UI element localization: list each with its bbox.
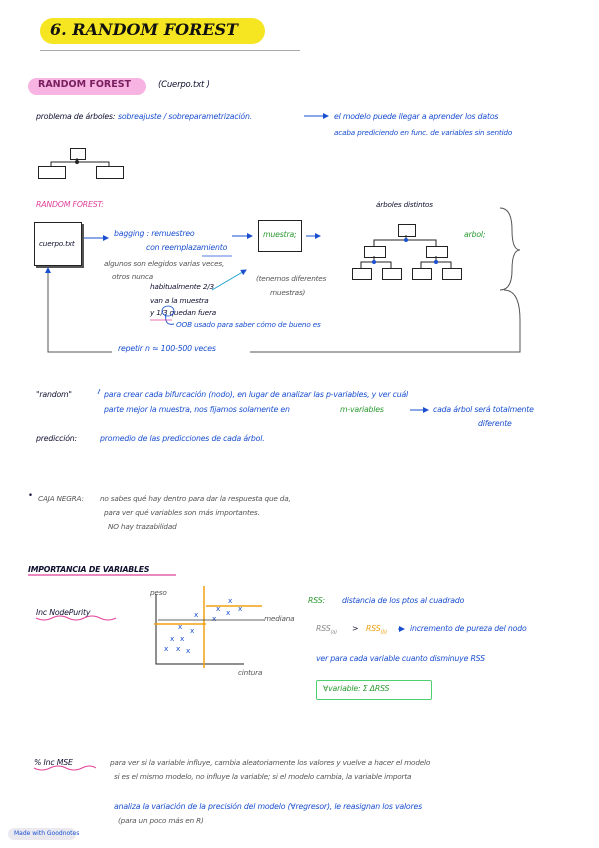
repeat-loop-line (250, 289, 521, 353)
input-file-label: cuerpo.txt (39, 239, 75, 248)
blackbox-text-2: para ver qué variables son más important… (104, 508, 260, 517)
sample-box: muestra; (258, 220, 302, 252)
trees-bracket (499, 207, 521, 291)
tree-i-label: arbol; (464, 230, 486, 239)
inc-mse-label: % Inc MSE (34, 758, 73, 767)
usual-to-sample-arrow (211, 269, 247, 291)
different-samples-1: (tenemos diferentes (256, 274, 327, 283)
forest-dots (372, 238, 438, 264)
sample-label: muestra; (263, 230, 297, 239)
importance-heading: IMPORTANCIA DE VARIABLES (28, 565, 150, 574)
scatter-mark: x (190, 626, 195, 635)
random-forest-pill: RANDOM FOREST (28, 78, 146, 95)
prediction-label: predicción: (36, 434, 77, 443)
scatter-mark: x (176, 644, 181, 653)
inc-mse-text-3: analiza la variación de la precisión del… (114, 802, 422, 811)
repeat-loop-return (45, 267, 112, 353)
problem-result-1: el modelo puede llegar a aprender los da… (334, 112, 499, 121)
see-each-variable: ver para cada variable cuanto disminuye … (316, 654, 485, 663)
scatter-mark: x (180, 634, 185, 643)
distinct-trees-label: árboles distintos (376, 200, 433, 209)
inc-mse-text-4: (para un poco más en R) (118, 816, 204, 825)
scatter-mark: x (194, 610, 199, 619)
pill-label: RANDOM FOREST (38, 79, 132, 90)
bagging-note-2: otros nunca (112, 272, 154, 281)
forest-leaf-4 (442, 268, 462, 280)
scatter-mark: x (212, 614, 217, 623)
scatter-mark: x (170, 634, 175, 643)
rss-label: RSS: (308, 596, 325, 605)
inc-mse-squiggle (33, 765, 97, 771)
one-third-circle (161, 305, 175, 317)
forest-leaf-3 (412, 268, 432, 280)
median-label: mediana (264, 614, 295, 623)
random-m-variables: m-variables (340, 405, 384, 414)
tree-right-leaf (96, 166, 124, 179)
goodnotes-badge: Made with Goodnotes (8, 828, 79, 840)
usual-line-2: van a la muestra (150, 296, 209, 305)
forest-node-right (426, 246, 448, 258)
random-text-3: diferente (478, 419, 512, 428)
inc-node-purity: Inc NodePurity (36, 608, 91, 617)
blackbox-text-3: NO hay trazabilidad (108, 522, 177, 531)
bagging-line-2: con reemplazamiento (146, 243, 228, 252)
rss-definition: distancia de los ptos al cuadrado (342, 596, 465, 605)
forest-root-node (398, 224, 416, 237)
scatter-mark: x (238, 604, 243, 613)
forest-node-left (364, 246, 386, 258)
problem-label: problema de árboles: (36, 112, 116, 121)
small-tree-connectors (50, 158, 110, 166)
random-text-2a: parte mejor la muestra, nos fijamos sola… (104, 405, 290, 414)
forest-leaf-1 (352, 268, 372, 280)
bagging-note-1: algunos son elegidos varias veces, (104, 259, 225, 268)
usual-line-3: y 1/3 quedan fuera (150, 308, 217, 317)
axis-y-label: peso (150, 588, 167, 597)
scatter-mark: x (164, 644, 169, 653)
bullet: • (28, 491, 34, 501)
page-title: 6. RANDOM FOREST (50, 20, 238, 39)
random-label: "random" (36, 390, 72, 399)
repeat-note: repetir n ≈ 100-500 veces (118, 344, 216, 353)
prediction-text: promedio de las predicciones de cada árb… (100, 434, 265, 443)
random-text-1: para crear cada bifurcación (nodo), en l… (104, 390, 409, 399)
rf-heading: RANDOM FOREST: (36, 200, 104, 209)
oob-note: OOB usado para saber cómo de bueno es (176, 320, 321, 329)
inc-mse-text-2: si es el mismo modelo, no influye la var… (114, 772, 412, 781)
axis-x-label: cintura (238, 668, 263, 677)
input-file-box: cuerpo.txt (34, 222, 82, 266)
inc-node-purity-squiggle (35, 615, 117, 621)
usual-line-1: habitualmente 2/3 (150, 282, 214, 291)
file-note: (Cuerpo.txt ) (158, 80, 210, 90)
scatter-mark: x (178, 622, 183, 631)
rss-a: RSS(a) (316, 624, 337, 636)
scatter-mark: x (216, 604, 221, 613)
rss-b: RSS(b) (366, 624, 387, 636)
random-text-2c: cada árbol será totalmente (433, 405, 534, 414)
tree-root-node (70, 148, 86, 160)
inc-mse-text-1: para ver si la variable influye, cambia … (110, 758, 431, 767)
scatter-mark: x (226, 608, 231, 617)
title-highlight: 6. RANDOM FOREST (40, 18, 265, 44)
scatter-plot-axes (154, 586, 264, 668)
problem-text: sobreajuste / sobreparametrización. (118, 112, 252, 121)
formula: ∀variable: Σ ΔRSS (323, 684, 390, 693)
formula-box: ∀variable: Σ ΔRSS (316, 680, 432, 700)
title-underline (40, 50, 300, 51)
small-tree-dots (75, 160, 79, 164)
different-samples-2: muestras) (270, 288, 306, 297)
problem-result-2: acaba prediciendo en func. de variables … (334, 128, 513, 137)
greater-than: > (352, 624, 359, 633)
random-colon-tick (97, 388, 101, 395)
bagging-line-1: bagging : remuestreo (114, 229, 195, 238)
scatter-mark: x (186, 646, 191, 655)
scatter-mark: x (228, 596, 233, 605)
tree-left-leaf (38, 166, 66, 179)
blackbox-text-1: no sabes qué hay dentro para dar la resp… (100, 494, 291, 503)
rss-increase: incremento de pureza del nodo (410, 624, 527, 633)
forest-leaf-2 (382, 268, 402, 280)
blackbox-label: CAJA NEGRA: (38, 494, 84, 503)
